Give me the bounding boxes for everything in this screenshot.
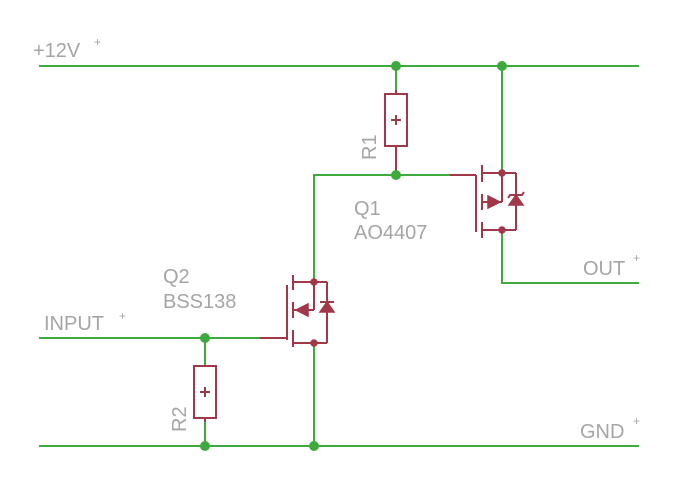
net-label-gnd: GND — [580, 421, 624, 443]
junction-dot — [391, 170, 401, 180]
net-label-input: INPUT — [44, 313, 104, 335]
net-label-out: OUT — [583, 258, 625, 280]
q1-body-diode — [507, 193, 525, 206]
q1-transistor — [450, 165, 525, 238]
q1-body-arrow — [487, 194, 502, 210]
q1-designator: Q1 — [354, 198, 381, 220]
r1-resistor — [384, 90, 408, 175]
junction-dot — [309, 441, 319, 451]
junction-dot — [200, 333, 210, 343]
junction-dot — [391, 61, 401, 71]
junction-dot — [497, 61, 507, 71]
net-label-vcc: +12V — [33, 40, 81, 62]
junction-dot — [200, 441, 210, 451]
net-sup-out: + — [633, 251, 640, 265]
q2-body-arrow — [294, 302, 309, 318]
r2-designator: R2 — [169, 406, 191, 432]
wires — [39, 65, 639, 447]
junctions — [200, 61, 507, 451]
net-sup-vcc: + — [94, 35, 101, 49]
r2-resistor — [193, 365, 217, 422]
r1-designator: R1 — [359, 134, 381, 160]
q2-body-diode — [318, 300, 336, 313]
q2-designator: Q2 — [163, 266, 190, 288]
q1-value: AO4407 — [354, 222, 427, 244]
q2-value: BSS138 — [163, 291, 236, 313]
labels: +12V + INPUT + OUT + GND + R1 R2 Q1 AO44… — [33, 35, 640, 443]
net-sup-gnd: + — [633, 414, 640, 428]
net-sup-input: + — [119, 309, 126, 323]
q2-transistor — [260, 275, 336, 347]
